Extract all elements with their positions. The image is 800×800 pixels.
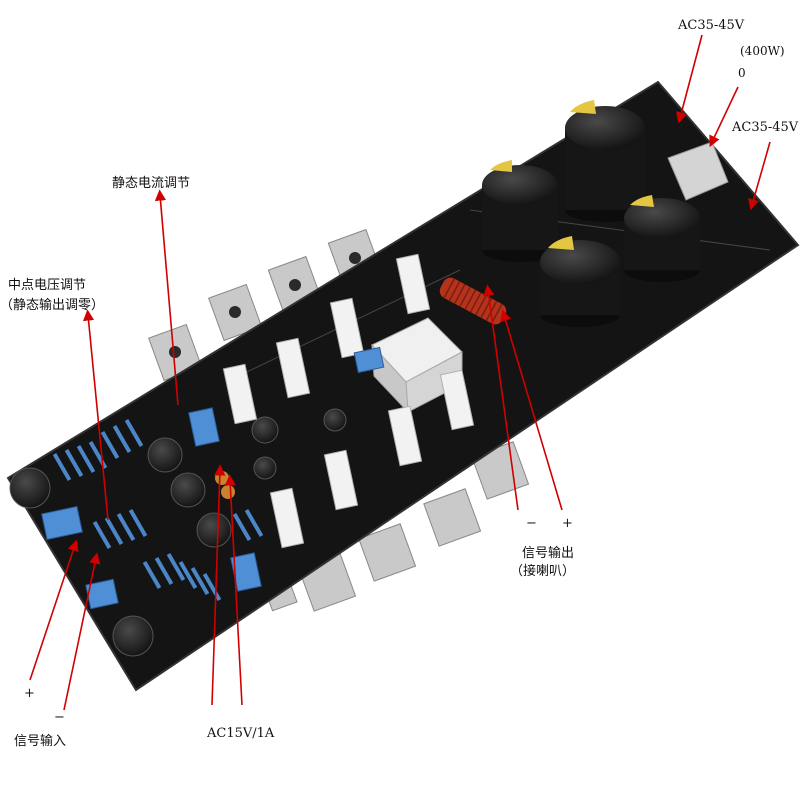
label-signal-input: 信号输入 (14, 734, 67, 749)
label-in-minus: − (54, 710, 65, 725)
arrow-quiescent (154, 189, 179, 406)
label-out-plus: + (562, 516, 573, 531)
arrow-midpoint (82, 309, 109, 521)
bridge-rectifier (667, 141, 729, 201)
label-quiescent-current: 静态电流调节 (112, 176, 191, 191)
label-midpoint-voltage: 中点电压调节 (8, 278, 87, 293)
label-zero: 0 (738, 66, 746, 80)
arrow-in-plus (29, 539, 79, 681)
label-ac-top: AC35-45V (678, 18, 745, 33)
arrow-out-plus (500, 309, 563, 511)
arrow-ac-bottom (748, 141, 771, 211)
label-signal-output-note: （接喇叭） (510, 564, 576, 579)
annotation-arrows (29, 34, 771, 711)
arrow-zero (709, 86, 739, 148)
filter-capacitors (482, 100, 700, 327)
power-resistors (222, 253, 475, 549)
label-ac-aux: AC15V/1A (207, 726, 275, 741)
film-capacitors (41, 346, 385, 610)
arrow-in-minus (63, 552, 101, 711)
label-in-plus: + (24, 686, 35, 701)
label-out-minus: − (526, 516, 537, 531)
label-midpoint-note: （静态输出调零） (0, 298, 105, 313)
label-power-rating: (400W) (740, 44, 785, 58)
arrow-ac-top (676, 34, 703, 124)
label-ac-bottom: AC35-45V (732, 120, 799, 135)
arrow-out-minus (483, 284, 519, 511)
signal-resistors (52, 419, 264, 601)
arrow-ac15-right (224, 474, 243, 706)
arrow-ac15-left (211, 464, 226, 706)
label-signal-output: 信号输出 (522, 546, 575, 561)
